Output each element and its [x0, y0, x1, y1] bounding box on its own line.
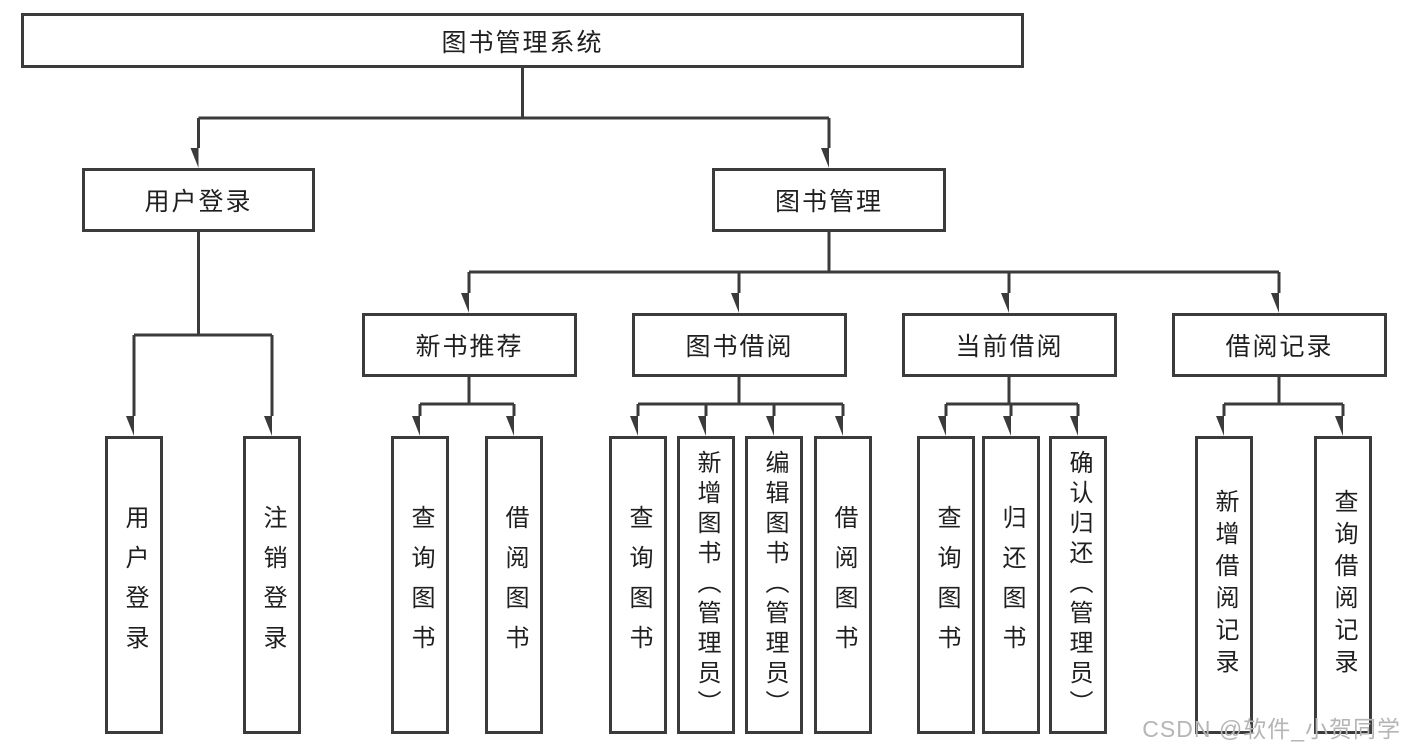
node-user-login-leaf: 用户登录 [105, 436, 163, 734]
node-query-borrow-record: 查询借阅记录 [1314, 436, 1372, 734]
node-logout: 注销登录 [243, 436, 301, 734]
node-borrowing-records: 借阅记录 [1172, 313, 1387, 377]
node-borrow-books-2: 借阅图书 [814, 436, 872, 734]
node-add-borrow-record: 新增借阅记录 [1195, 436, 1253, 734]
node-book-management: 图书管理 [712, 168, 946, 232]
watermark: CSDN @软件_小贺同学 [1142, 716, 1401, 742]
node-add-books-admin: 新增图书（管理员） [677, 436, 735, 734]
node-user-login: 用户登录 [82, 168, 315, 232]
node-confirm-return-admin: 确认归还（管理员） [1049, 436, 1107, 734]
node-borrow-books: 借阅图书 [485, 436, 543, 734]
node-query-books: 查询图书 [391, 436, 449, 734]
node-book-borrowing: 图书借阅 [632, 313, 847, 377]
node-return-books: 归还图书 [982, 436, 1040, 734]
node-new-book-recommendation: 新书推荐 [362, 313, 577, 377]
connector-path [134, 68, 1343, 406]
node-query-books-2: 查询图书 [609, 436, 667, 734]
node-library-management-system: 图书管理系统 [21, 13, 1024, 68]
node-edit-books-admin: 编辑图书（管理员） [745, 436, 803, 734]
node-query-books-3: 查询图书 [917, 436, 975, 734]
node-current-borrowing: 当前借阅 [902, 313, 1117, 377]
